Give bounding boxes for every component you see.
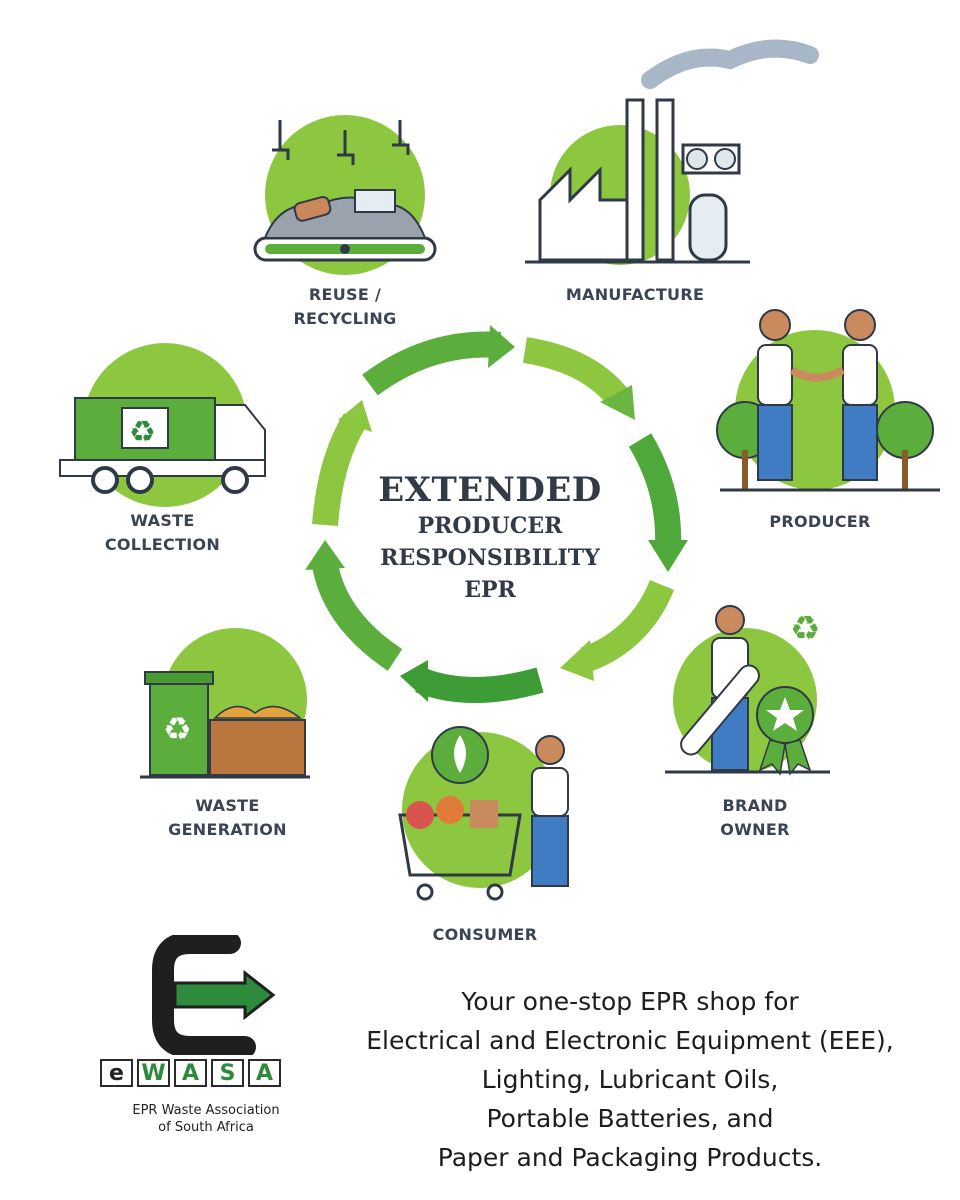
stage-label-line: BRAND (722, 796, 788, 815)
svg-text:♻: ♻ (163, 710, 192, 748)
tagline-line: Lighting, Lubricant Oils, (481, 1065, 779, 1094)
stage-label-line: MANUFACTURE (565, 285, 705, 304)
producer-illustration (716, 309, 940, 492)
logo-subtitle-line: EPR Waste Association (132, 1103, 280, 1118)
cycle-arrow (628, 433, 682, 546)
brand-owner-illustration: ♻ (665, 605, 830, 776)
stage-label-line: CONSUMER (432, 925, 538, 944)
center-title: EXTENDED PRODUCER RESPONSIBILITY EPR (340, 470, 640, 606)
stage-label-line: OWNER (720, 820, 790, 839)
svg-text:♻: ♻ (129, 415, 156, 450)
stage-label-brand-owner: BRAND OWNER (690, 794, 820, 842)
cycle-arrow-head (600, 385, 635, 420)
logo-letter: W (137, 1059, 170, 1087)
logo-subtitle-line: of South Africa (158, 1120, 254, 1135)
stage-label-producer: PRODUCER (745, 510, 895, 534)
cycle-arrow (312, 562, 403, 671)
logo-letter: A (174, 1059, 207, 1087)
stage-label-line: RECYCLING (293, 309, 397, 328)
stage-label-consumer: CONSUMER (415, 923, 555, 947)
stage-label-line: WASTE (195, 796, 260, 815)
cycle-arrow (415, 667, 544, 703)
tagline-line: Electrical and Electronic Equipment (EEE… (366, 1026, 894, 1055)
cycle-arrow-head (488, 325, 515, 368)
tagline-line: Portable Batteries, and (486, 1104, 774, 1133)
consumer-illustration (398, 726, 569, 901)
cycle-arrow-head (648, 540, 688, 572)
cycle-arrow-head (305, 540, 345, 570)
tagline-line: Your one-stop EPR shop for (461, 987, 799, 1016)
ewasa-wordmark: e W A S A (100, 1059, 281, 1087)
center-title-line1: EXTENDED (378, 470, 602, 510)
tagline-line: Paper and Packaging Products. (437, 1143, 823, 1172)
stage-label-reuse: REUSE / RECYCLING (270, 283, 420, 331)
logo-subtitle: EPR Waste Association of South Africa (96, 1102, 316, 1136)
waste-collection-illustration: ♻ (59, 343, 266, 507)
logo-letter: e (100, 1059, 133, 1087)
waste-generation-illustration: ♻ (140, 628, 310, 779)
cycle-arrow (312, 413, 367, 527)
ewasa-logo-icon (152, 935, 276, 1055)
stage-label-waste-collection: WASTE COLLECTION (85, 509, 240, 557)
logo-letter: A (248, 1059, 281, 1087)
center-title-line4: EPR (464, 577, 516, 603)
cycle-arrow-head (338, 400, 372, 432)
cycle-arrows (305, 325, 688, 703)
factory-illustration (525, 39, 819, 265)
cycle-arrow-head (560, 640, 594, 681)
stage-label-line: PRODUCER (769, 512, 871, 531)
stage-label-line: COLLECTION (104, 535, 221, 554)
center-title-line2: PRODUCER (417, 513, 563, 539)
stage-label-line: WASTE (130, 511, 195, 530)
logo-letter: S (211, 1059, 244, 1087)
recycling-illustration (253, 115, 437, 275)
cycle-arrow-head (400, 660, 428, 702)
stage-label-line: REUSE / (308, 285, 382, 304)
stage-label-manufacture: MANUFACTURE (545, 283, 725, 307)
stage-label-waste-generation: WASTE GENERATION (150, 794, 305, 842)
tagline: Your one-stop EPR shop for Electrical an… (330, 982, 930, 1177)
cycle-arrow (580, 579, 675, 673)
cycle-arrow (362, 331, 501, 396)
svg-text:♻: ♻ (790, 609, 820, 649)
stage-label-line: GENERATION (168, 820, 287, 839)
center-title-line3: RESPONSIBILITY (380, 545, 600, 571)
cycle-arrow (522, 337, 631, 409)
